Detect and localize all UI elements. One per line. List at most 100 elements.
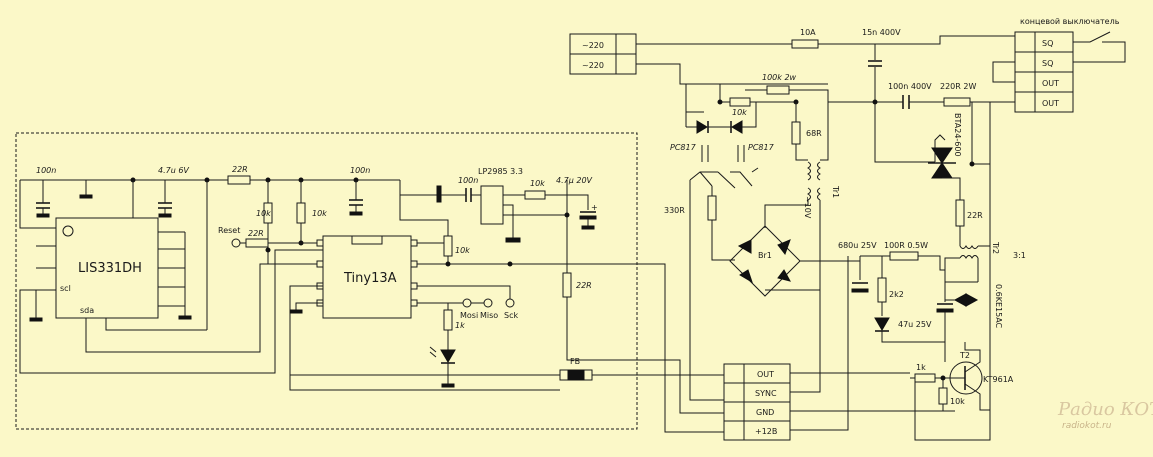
cap-100n-left: [36, 180, 50, 218]
wire: [818, 35, 1030, 45]
wire: [944, 257, 960, 280]
wire: [545, 194, 589, 210]
conn-sync: SYNC: [755, 389, 777, 398]
resistor-10k-opto: [729, 97, 751, 107]
ground-symbol: [441, 383, 455, 388]
label-r-22r-reset: 22R: [248, 229, 264, 238]
module-outline: [15, 132, 638, 430]
junction: [969, 161, 975, 167]
resistor-10k-ldo: [524, 190, 546, 200]
wire: [636, 63, 828, 85]
chip-pin1-mark: [62, 225, 74, 237]
resistor-220r: [943, 97, 971, 107]
wire: [685, 84, 704, 113]
ground-symbol: [581, 225, 595, 230]
wire: [719, 84, 730, 103]
wire: [765, 200, 821, 291]
label-pc817b: PC817: [748, 143, 775, 152]
resistor-10k-mcu: [443, 235, 453, 257]
wire: [874, 67, 935, 163]
wire: [820, 90, 829, 161]
opto-transistor-a-e: [699, 171, 713, 187]
pin-sda-label: sda: [80, 306, 94, 315]
label-r-10k-mcu: 10k: [455, 246, 470, 255]
tantalum-cap: [436, 185, 442, 203]
junction: [872, 99, 878, 105]
transformer-tr2: [959, 245, 979, 259]
chip-tiny13a-label: Tiny13A: [343, 271, 397, 286]
wire: [964, 383, 990, 411]
wire: [566, 297, 735, 414]
label-c-47u-20v: 4.7μ 20V: [556, 176, 593, 185]
label-c-4u7: 4.7u 6V: [158, 166, 189, 175]
label-r-22r-top: 22R: [232, 165, 248, 174]
wire: [295, 302, 323, 310]
label-r-22r-gate: 22R: [967, 211, 983, 220]
label-kt961: KT961A: [983, 375, 1014, 384]
wire: [711, 220, 735, 261]
label-c-100n400: 100n 400V: [888, 82, 932, 91]
sw-out-1: OUT: [1042, 79, 1059, 88]
wire: [85, 263, 323, 353]
resistor-330r: [707, 195, 717, 221]
label-r-2k2: 2k2: [889, 290, 904, 299]
resistor-10k-b: [296, 202, 306, 224]
wire: [417, 263, 735, 433]
wire: [881, 331, 945, 343]
label-r-10k-a: 10k: [256, 209, 271, 218]
label-r-100k: 100k 2w: [762, 73, 797, 82]
t2-body: [949, 361, 983, 395]
tvs-b: [965, 293, 979, 307]
cap-100n-mid: [349, 180, 363, 216]
ground-symbol: [79, 194, 93, 199]
led: [440, 349, 456, 363]
ground-symbol: [289, 309, 303, 314]
junction: [265, 247, 271, 253]
wire: [992, 61, 1015, 83]
sw-sq-1: SQ: [1042, 39, 1053, 48]
label-tr2: Tr2: [991, 241, 1000, 254]
label-miso: Miso: [480, 311, 498, 320]
opto-coupling: [701, 145, 745, 162]
chip-lis331dh: [55, 217, 159, 319]
label-r-1k-t2: 1k: [916, 363, 926, 372]
pad-mosi: [462, 298, 472, 308]
sw-out-2: OUT: [1042, 99, 1059, 108]
label-c-47u: 47u 25V: [898, 320, 932, 329]
tvs-a: [953, 293, 967, 307]
label-br1: Br1: [758, 251, 772, 260]
chip-lp2985: [480, 185, 504, 225]
label-r-100r: 100R 0.5W: [884, 241, 928, 250]
ground-symbol: [505, 237, 521, 243]
wire: [918, 255, 945, 271]
label-tr1: Tr1: [831, 185, 840, 198]
led-right: [874, 317, 890, 331]
triac: [931, 147, 953, 164]
chip-tiny13a: [322, 235, 412, 319]
led-ray: [429, 346, 437, 353]
junction: [717, 99, 723, 105]
wire: [105, 318, 207, 331]
pin-scl-label: scl: [60, 284, 71, 293]
ground-symbol: [29, 317, 43, 322]
label-sck: Sck: [504, 311, 518, 320]
cap-47u-b: [936, 308, 954, 313]
wire: [790, 256, 849, 431]
label-r-10k-b: 10k: [312, 209, 327, 218]
transformer-tr1: [807, 161, 821, 201]
wire: [790, 260, 821, 393]
ferrite-core: [567, 369, 585, 381]
reset-pad: [231, 238, 241, 248]
pad-sck: [505, 298, 515, 308]
led-ray: [429, 351, 437, 358]
label-pc817a: PC817: [670, 143, 697, 152]
opto-led-b: [731, 120, 743, 134]
resistor-1k-led: [443, 309, 453, 331]
conn-gnd: GND: [756, 408, 774, 417]
chip-lis331dh-pins: [36, 231, 185, 307]
wire: [289, 285, 560, 391]
opto-transistor-b-c: [717, 171, 736, 189]
terminal-220a: ~220: [582, 41, 604, 50]
